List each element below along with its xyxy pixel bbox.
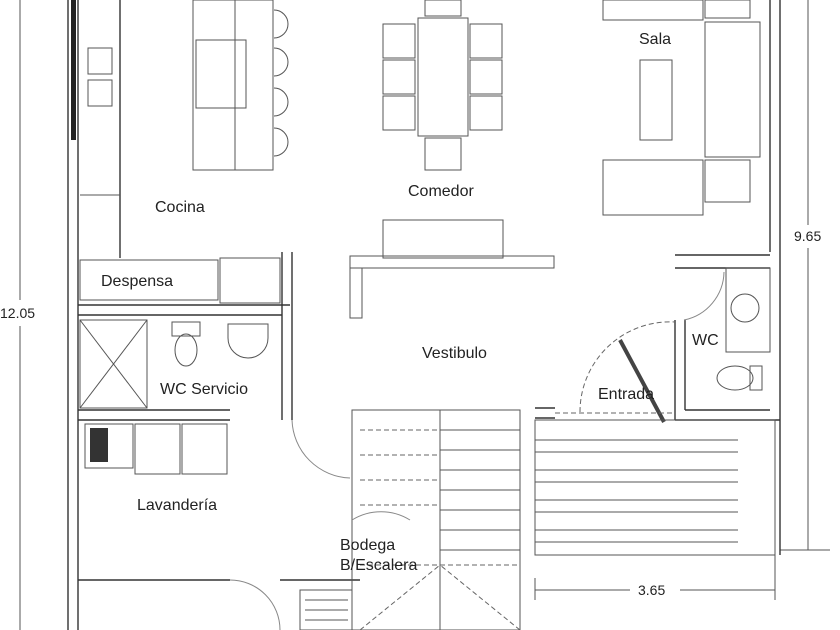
room-label-lavanderia: Lavandería [137,497,217,514]
room-label-wc: WC [692,332,719,349]
dimension-right: 9.65 [780,0,830,551]
wc-servicio-fixtures [79,319,351,479]
dimension-bottom: 3.65 [534,555,776,600]
room-label-sala: Sala [639,31,671,48]
wc-fixtures [683,267,771,391]
dimension-left: 12.05 [0,0,35,630]
room-label-despensa: Despensa [101,273,173,290]
room-label-comedor: Comedor [408,183,474,200]
room-label-bodega-escalera: B/Escalera [340,557,417,574]
dimension-bottom-width: 3.65 [638,582,665,598]
walls [67,0,781,630]
dimension-total-height: 12.05 [0,305,35,321]
room-label-entrada: Entrada [598,386,654,403]
room-label-vestibulo: Vestibulo [422,345,487,362]
living-furniture [602,0,761,216]
room-label-wc-servicio: WC Servicio [160,381,248,398]
entrance-door [555,321,676,423]
room-label-bodega: Bodega [340,537,395,554]
kitchen-fixtures [79,0,289,304]
stairs [299,409,776,630]
dining-table [349,0,555,319]
laundry-fixtures [84,423,281,630]
dimension-right-height: 9.65 [794,228,821,244]
room-label-cocina: Cocina [155,199,205,216]
